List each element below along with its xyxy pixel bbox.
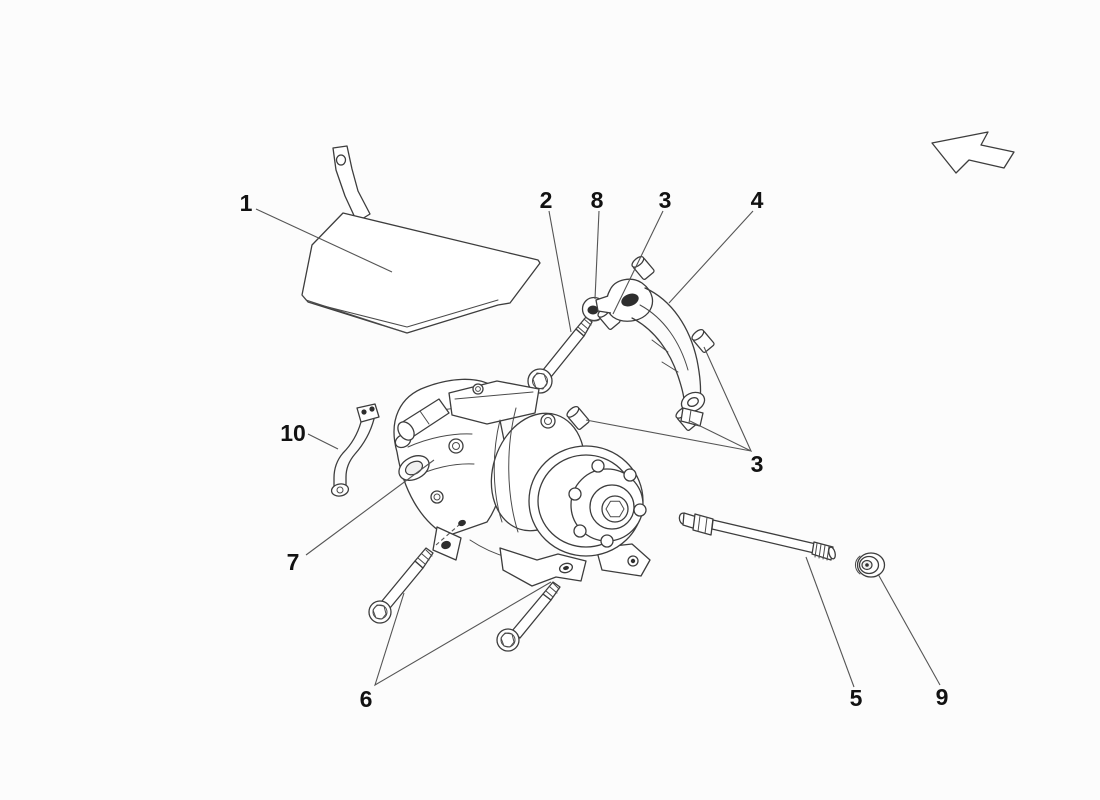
callout-labels: 1 2 8 3 4 3 10 7 6 5 9: [240, 187, 949, 712]
leader-line-1: [255, 208, 393, 273]
part-10-bracket: [330, 403, 380, 497]
part-3-pin: [566, 405, 590, 430]
part-6-bolt: [496, 581, 561, 652]
leader-line-8: [594, 210, 600, 300]
callout-label-10: 10: [280, 420, 306, 446]
callout-label-3-upper: 3: [659, 187, 672, 213]
direction-arrow-icon: [931, 131, 1015, 174]
part-1-panel: [301, 145, 541, 334]
callout-label-6: 6: [360, 686, 373, 712]
leader-line-5: [805, 556, 855, 688]
leader-lines: [255, 208, 941, 688]
leader-line-9: [877, 573, 941, 686]
part-6-bolt: [368, 519, 466, 624]
leader-line-4: [668, 210, 754, 304]
leader-line-10: [307, 433, 339, 450]
callout-label-8: 8: [591, 187, 604, 213]
callout-label-7: 7: [287, 549, 300, 575]
leader-line-3-upper: [612, 210, 664, 315]
callout-label-4: 4: [751, 187, 764, 213]
callout-label-9: 9: [936, 684, 949, 710]
part-7-compressor: [393, 378, 651, 587]
leader-line-3-lower: [585, 346, 753, 453]
leader-line-7: [305, 459, 435, 556]
callout-label-3-lower: 3: [751, 451, 764, 477]
part-5-stud: [678, 512, 836, 561]
callout-label-1: 1: [240, 190, 253, 216]
part-3-pin: [691, 328, 715, 353]
part-4-bracket: [595, 278, 706, 427]
part-2-bolt: [527, 316, 593, 394]
callout-label-2: 2: [540, 187, 553, 213]
callout-label-5: 5: [850, 685, 863, 711]
part-9-plug: [854, 552, 886, 578]
leader-line-2: [548, 210, 572, 333]
leader-line-6: [374, 581, 552, 687]
